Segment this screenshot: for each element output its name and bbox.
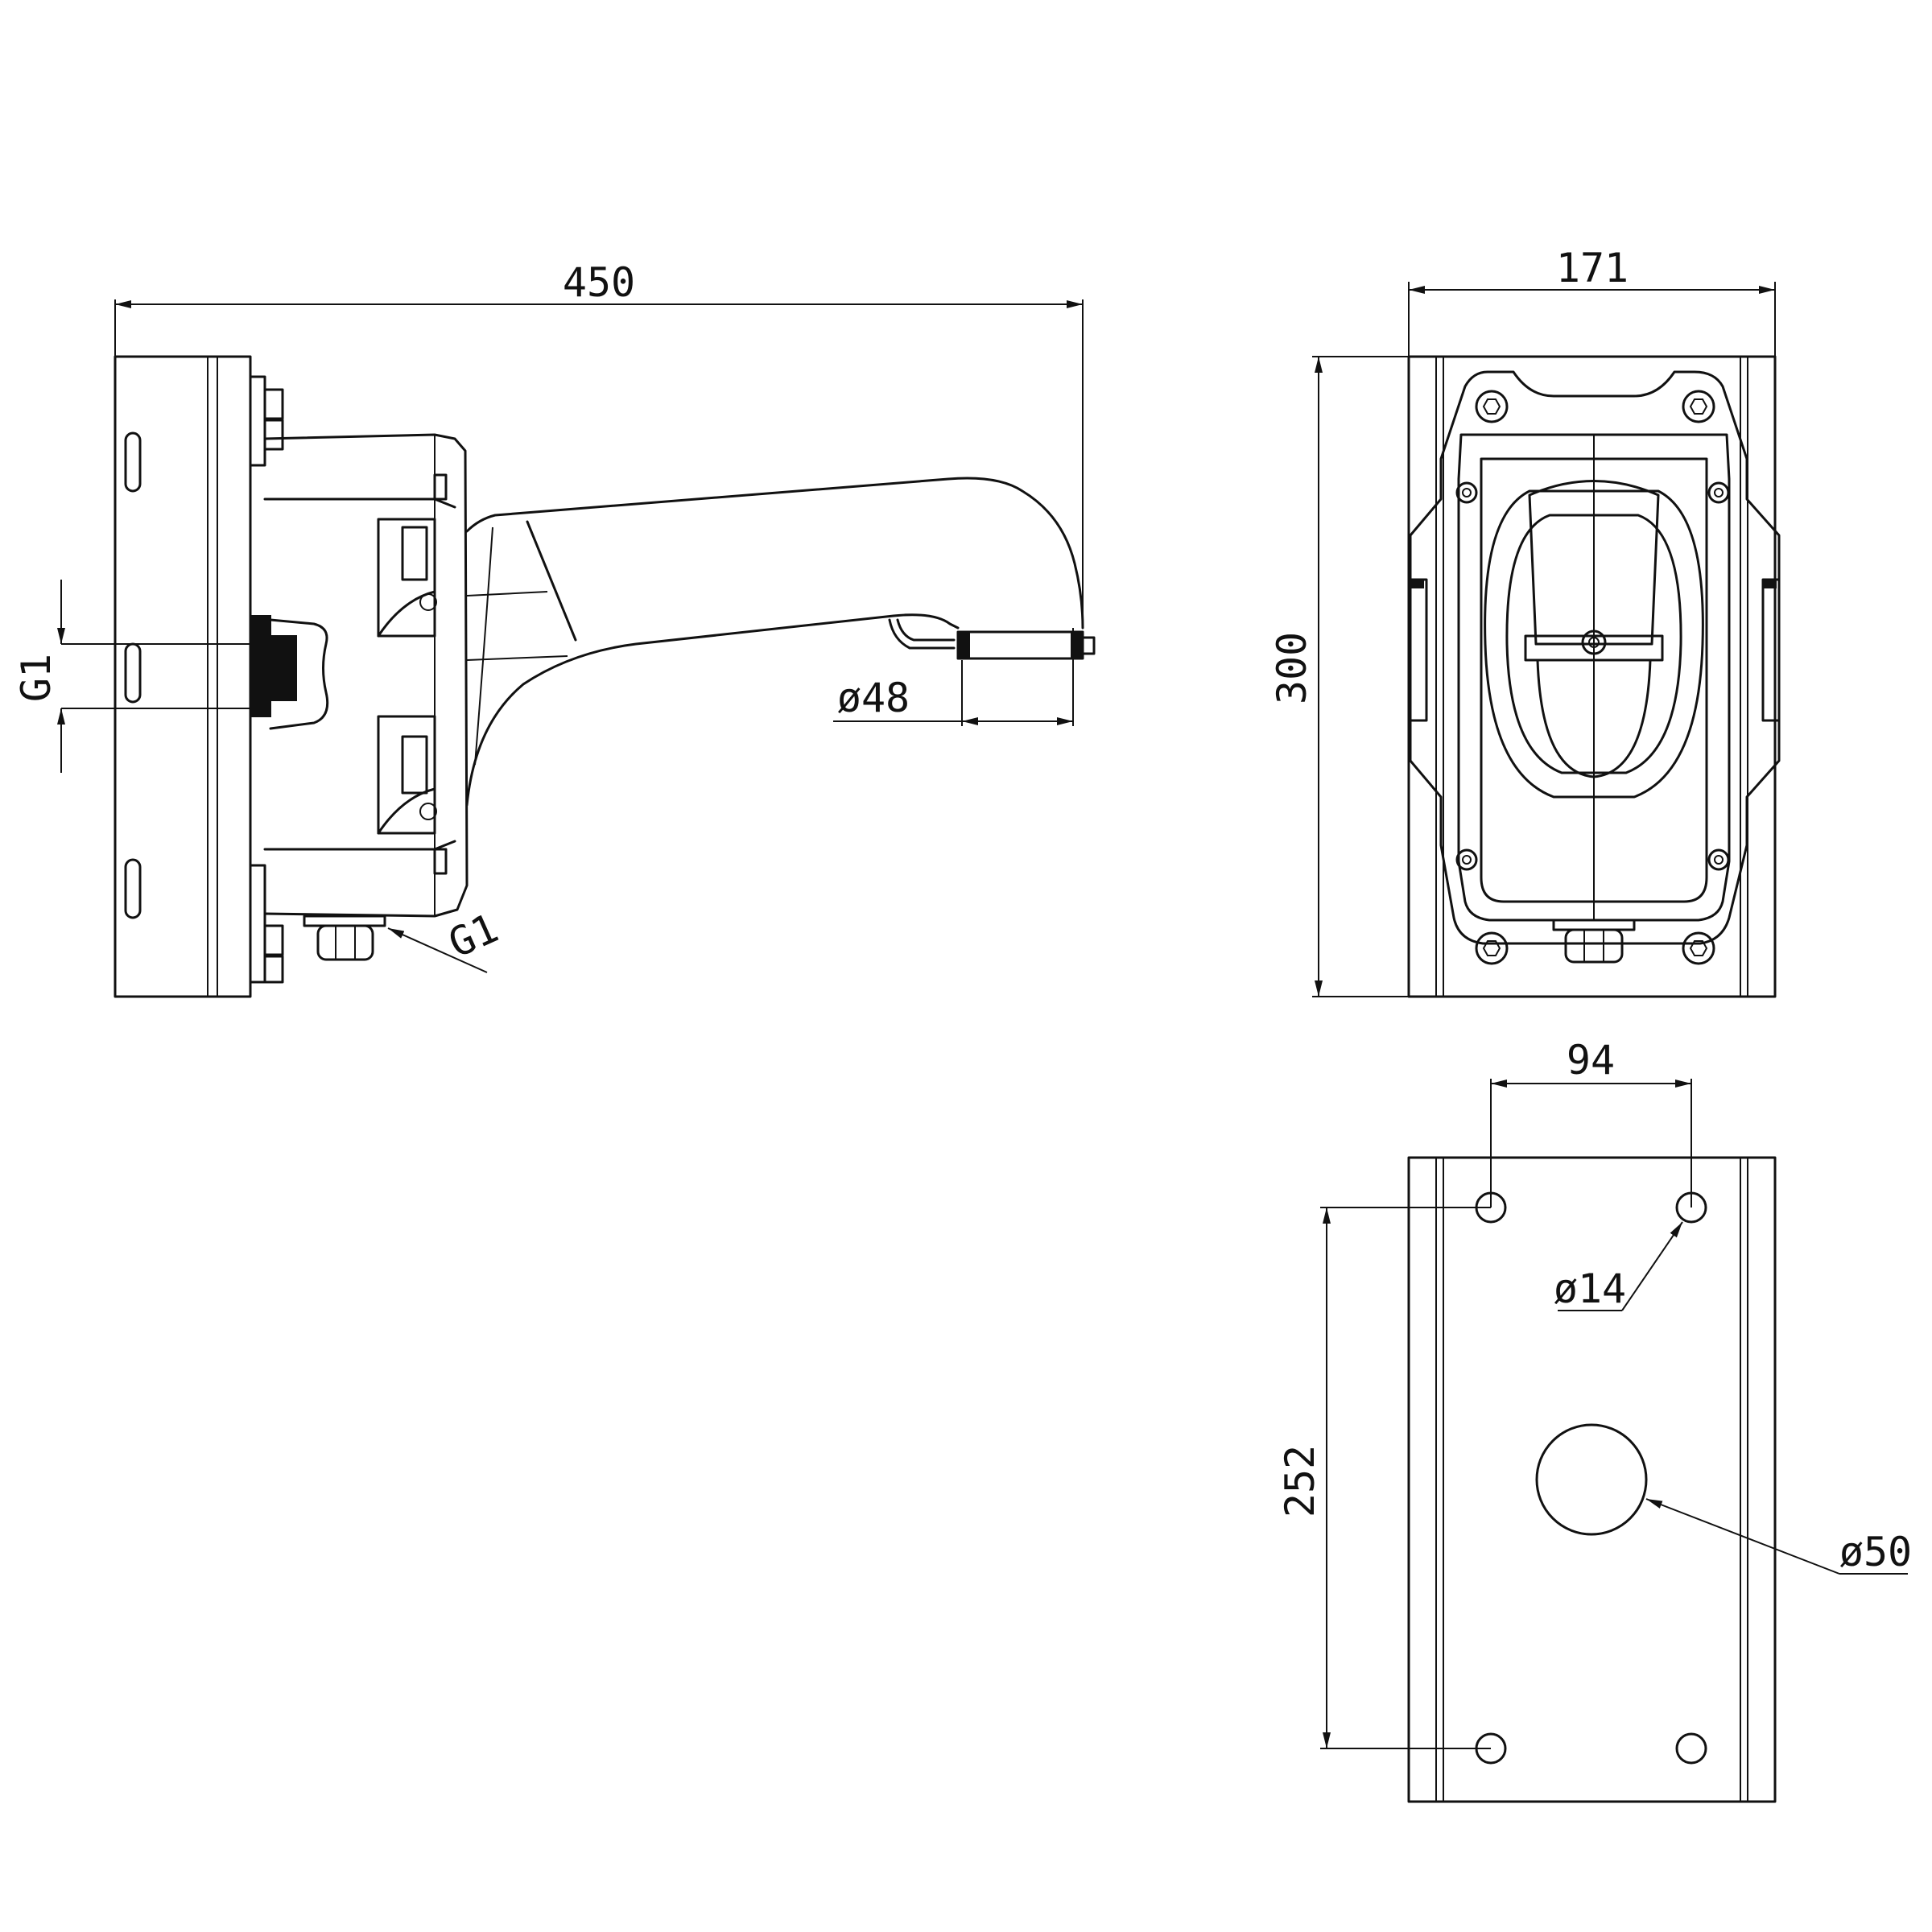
front-screw-icon: [1682, 390, 1715, 423]
dimension-450: 450: [114, 259, 1084, 628]
side-g1-fitting: [250, 615, 329, 730]
front-screw-icon: [1682, 931, 1715, 965]
dimension-300: 300: [1269, 356, 1409, 997]
dimension-252: 252: [1277, 1207, 1491, 1749]
dimension-14: ø14: [1554, 1221, 1683, 1312]
dimension-label-171: 171: [1556, 245, 1629, 291]
front-box: [1409, 370, 1781, 945]
dimension-g1-left: G1: [13, 580, 270, 773]
side-bottom-gland: [303, 914, 386, 961]
dimension-48: ø48: [833, 628, 1074, 726]
dimension-171: 171: [1408, 245, 1776, 357]
dimension-label-14: ø14: [1554, 1265, 1626, 1312]
front-screw-icon: [1475, 931, 1509, 965]
side-wall-plate: [114, 355, 252, 998]
front-bottom-gland: [1552, 919, 1636, 964]
dimension-label-48: ø48: [837, 675, 910, 721]
front-clamps: [1409, 578, 1781, 722]
dimension-label-g1-bottom: G1: [442, 905, 506, 967]
side-view: 450 G1 G1 ø48: [13, 259, 1096, 998]
mounting-hole: [1675, 1732, 1707, 1765]
plate-view: 94 ø14 252 ø50: [1277, 1037, 1912, 1803]
side-junction-box: [263, 433, 469, 918]
mounting-plate: [1407, 1156, 1777, 1803]
dimension-label-50: ø50: [1839, 1529, 1912, 1575]
dimension-label-94: 94: [1567, 1037, 1615, 1084]
dimension-label-450: 450: [563, 259, 635, 306]
dimension-label-g1-left: G1: [13, 654, 60, 702]
front-screw-icon: [1475, 390, 1509, 423]
dimension-label-300: 300: [1269, 632, 1315, 704]
side-arm: [465, 477, 1096, 807]
dimension-label-252: 252: [1277, 1445, 1323, 1517]
front-dome: [1484, 480, 1704, 799]
side-bolts: [249, 375, 284, 984]
dimension-94: 94: [1490, 1037, 1692, 1208]
cable-hole: [1535, 1423, 1648, 1536]
front-view: 171 300: [1269, 245, 1781, 998]
front-screws: [1455, 390, 1730, 965]
front-plate: [1407, 355, 1777, 998]
dimension-50: ø50: [1645, 1498, 1912, 1575]
